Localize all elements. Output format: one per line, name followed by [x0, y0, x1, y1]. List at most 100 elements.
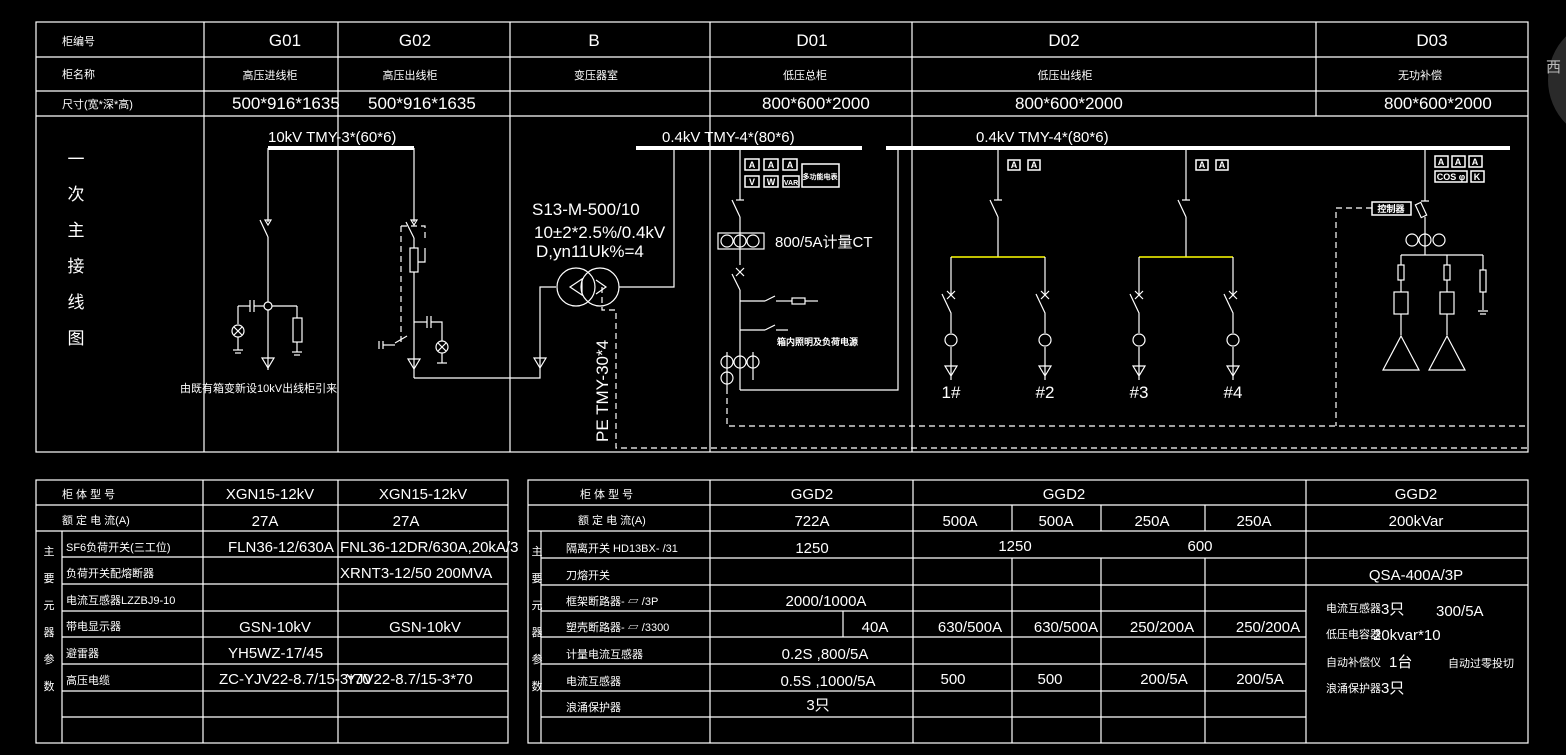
branch-ct-icon	[1132, 333, 1146, 347]
svg-text:0.5S ,1000/5A: 0.5S ,1000/5A	[780, 673, 875, 690]
svg-text:250/200A: 250/200A	[1130, 619, 1194, 636]
aux-power-label: 箱内照明及负荷电源	[777, 336, 858, 347]
svg-text:250A: 250A	[1236, 513, 1271, 530]
label-cabinet-size: 尺寸(宽*深*高)	[62, 97, 133, 111]
svg-text:要: 要	[532, 572, 543, 585]
svg-text:QSA-400A/3P: QSA-400A/3P	[1369, 567, 1463, 584]
branch-ct-icon	[944, 333, 958, 347]
lv-table-row-metering-ct: 计量电流互感器 0.2S ,800/5A	[566, 646, 868, 663]
svg-text:V: V	[749, 177, 755, 187]
svg-text:一: 一	[68, 150, 85, 169]
svg-text:GSN-10kV: GSN-10kV	[389, 619, 461, 636]
incoming-source-note: 由既有箱变新设10kV出线柜引来	[180, 381, 337, 395]
svg-text:避雷器: 避雷器	[66, 646, 99, 660]
transformer-vector-group: D,yn11Uk%=4	[536, 242, 644, 261]
output-label-3: #3	[1130, 383, 1149, 402]
cabinet-id-d02: D02	[1048, 31, 1079, 50]
d03-meters: A A A COS φ K	[1434, 155, 1485, 183]
svg-text:1250: 1250	[998, 538, 1031, 555]
svg-text:200/5A: 200/5A	[1236, 671, 1284, 688]
transformer-model: S13-M-500/10	[532, 200, 640, 219]
svg-text:A: A	[749, 160, 756, 170]
svg-text:A: A	[787, 160, 794, 170]
svg-text:250A: 250A	[1134, 513, 1169, 530]
cabinet-id-d01: D01	[796, 31, 827, 50]
cabinet-id-g01: G01	[269, 31, 301, 50]
svg-text:主: 主	[68, 221, 85, 240]
outgoing-branch-3	[1129, 257, 1147, 380]
hv-current-g01: 27A	[252, 513, 279, 530]
branch-ct-icon	[1038, 333, 1052, 347]
svg-text:200/5A: 200/5A	[1140, 671, 1188, 688]
svg-text:40A: 40A	[862, 619, 889, 636]
hv-current-g02: 27A	[393, 513, 420, 530]
svg-text:刀熔开关: 刀熔开关	[566, 568, 610, 582]
hv-model-label: 柜 体 型 号	[62, 487, 115, 501]
svg-text:参: 参	[532, 652, 543, 666]
hv-current-label: 额 定 电 流(A)	[62, 513, 130, 527]
hv-table-row: 高压电缆 ZC-YJV22-8.7/15-3*70 YJV22-8.7/15-3…	[66, 671, 473, 688]
svg-text:负荷开关配熔断器: 负荷开关配熔断器	[66, 566, 154, 580]
lv-table-row-spd: 浪涌保护器 3只	[566, 697, 830, 714]
svg-text:低压电容器: 低压电容器	[1326, 627, 1381, 641]
cabinet-id-g02: G02	[399, 31, 431, 50]
hv-table-row: SF6负荷开关(三工位) FLN36-12/630A FNL36-12DR/63…	[66, 539, 518, 556]
svg-text:隔离开关 HD13BX- /31: 隔离开关 HD13BX- /31	[566, 541, 678, 555]
hv-table-row: 电流互感器LZZBJ9-10	[66, 593, 175, 607]
svg-text:浪涌保护器: 浪涌保护器	[566, 700, 621, 714]
svg-text:K: K	[1474, 172, 1481, 182]
svg-text:1台: 1台	[1389, 654, 1412, 671]
svg-text:计量电流互感器: 计量电流互感器	[566, 647, 643, 661]
cabinet-id-d03: D03	[1416, 31, 1447, 50]
diagram-title: 一 次 主 接 线 图	[68, 150, 85, 348]
cabinet-size-d02: 800*600*2000	[1015, 94, 1123, 113]
svg-text:主: 主	[532, 545, 543, 558]
svg-text:浪涌保护器: 浪涌保护器	[1326, 681, 1381, 695]
svg-text:A: A	[1455, 157, 1462, 167]
d01-meters: A A A V W VAR 多功能电表	[744, 158, 840, 188]
svg-text:VAR: VAR	[784, 180, 798, 187]
cable-head-icon	[260, 357, 276, 370]
d03-compensation-circuit	[1335, 148, 1488, 426]
controller-label: 控制器	[1377, 203, 1405, 214]
svg-text:0.2S ,800/5A: 0.2S ,800/5A	[782, 646, 869, 663]
cabinet-size-g01: 500*916*1635	[232, 94, 340, 113]
svg-text:器: 器	[44, 626, 55, 639]
svg-text:A: A	[1438, 157, 1445, 167]
cabinet-name-d02: 低压出线柜	[1038, 68, 1093, 82]
svg-text:SF6负荷开关(三工位): SF6负荷开关(三工位)	[66, 540, 171, 554]
svg-text:500A: 500A	[1038, 513, 1073, 530]
lv-model-d02: GGD2	[1043, 486, 1086, 503]
svg-text:次: 次	[68, 185, 85, 204]
svg-text:框架断路器- ▱ /3P: 框架断路器- ▱ /3P	[566, 594, 658, 608]
cabinet-size-d01: 800*600*2000	[762, 94, 870, 113]
svg-text:A: A	[1199, 160, 1206, 170]
lv-busbar-2-label: 0.4kV TMY-4*(80*6)	[976, 129, 1109, 146]
compass-widget[interactable]	[1548, 18, 1566, 142]
svg-text:200kVar: 200kVar	[1389, 513, 1444, 530]
compass-west-label: 西	[1546, 59, 1561, 76]
svg-text:ZC-YJV22-8.7/15-3*70: ZC-YJV22-8.7/15-3*70	[219, 671, 371, 688]
svg-text:元: 元	[44, 600, 55, 612]
lv-model-d01: GGD2	[791, 486, 834, 503]
svg-text:多功能电表: 多功能电表	[803, 172, 839, 181]
lv-table-row-acb: 框架断路器- ▱ /3P 2000/1000A	[566, 593, 866, 610]
svg-text:器: 器	[532, 626, 543, 639]
cabinet-name-g01: 高压进线柜	[243, 68, 298, 82]
svg-text:A: A	[1219, 160, 1226, 170]
svg-text:要: 要	[44, 572, 55, 585]
label-cabinet-name: 柜名称	[62, 67, 95, 81]
hv-model-g02: XGN15-12kV	[379, 486, 467, 503]
svg-text:线: 线	[68, 293, 85, 312]
svg-text:数: 数	[532, 680, 543, 693]
svg-text:电流互感器LZZBJ9-10: 电流互感器LZZBJ9-10	[66, 593, 175, 607]
hv-table-row: 避雷器 YH5WZ-17/45	[66, 645, 323, 662]
svg-text:高压电缆: 高压电缆	[66, 673, 110, 687]
outgoing-branch-4	[1223, 257, 1241, 380]
metering-ct-label: 800/5A计量CT	[775, 234, 873, 251]
compensation-notes: 电流互感器 3只 300/5A 低压电容器 20kvar*10 自动补偿仪 1台…	[1326, 601, 1514, 697]
lv-model-d03: GGD2	[1395, 486, 1438, 503]
svg-text:自动补偿仪: 自动补偿仪	[1326, 655, 1381, 669]
svg-text:图: 图	[68, 329, 85, 348]
output-label-2: #2	[1036, 383, 1055, 402]
